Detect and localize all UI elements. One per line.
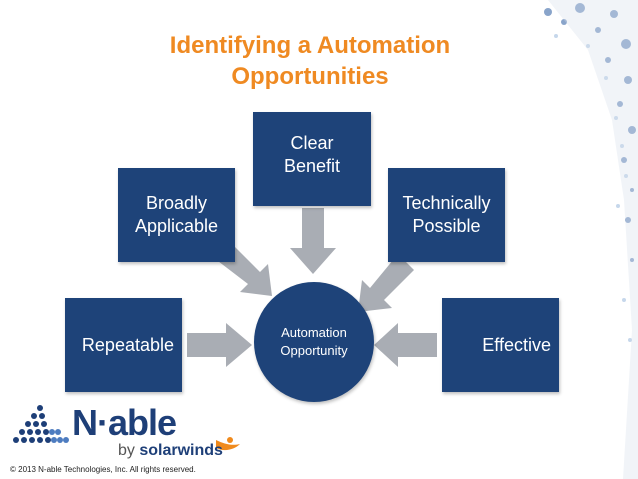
box-clear-benefit: Clear Benefit xyxy=(253,112,371,206)
box-effective-label: Effective xyxy=(482,334,551,357)
box-broadly-applicable-label: Broadly Applicable xyxy=(135,192,218,238)
box-repeatable: Repeatable xyxy=(65,298,182,392)
box-repeatable-label: Repeatable xyxy=(82,334,174,357)
arrow-from-technically-possible xyxy=(358,254,414,312)
arrow-from-repeatable xyxy=(187,323,252,367)
center-circle-automation-opportunity: Automation Opportunity xyxy=(254,282,374,402)
box-broadly-applicable: Broadly Applicable xyxy=(118,168,235,262)
box-effective: Effective xyxy=(442,298,559,392)
arrow-from-effective xyxy=(374,323,437,367)
box-clear-benefit-label: Clear Benefit xyxy=(284,132,340,178)
n-able-logo-text: N·able xyxy=(72,402,176,444)
box-technically-possible-label: Technically Possible xyxy=(402,192,490,238)
by-label: by xyxy=(118,442,135,459)
center-line-1: Automation xyxy=(281,324,347,342)
center-line-2: Opportunity xyxy=(280,342,347,360)
solarwinds-label: solarwinds xyxy=(139,442,223,459)
arrow-from-clear-benefit xyxy=(290,208,336,274)
box-technically-possible: Technically Possible xyxy=(388,168,505,262)
by-solarwinds: by solarwinds xyxy=(118,442,223,460)
copyright-text: © 2013 N-able Technologies, Inc. All rig… xyxy=(10,465,196,474)
